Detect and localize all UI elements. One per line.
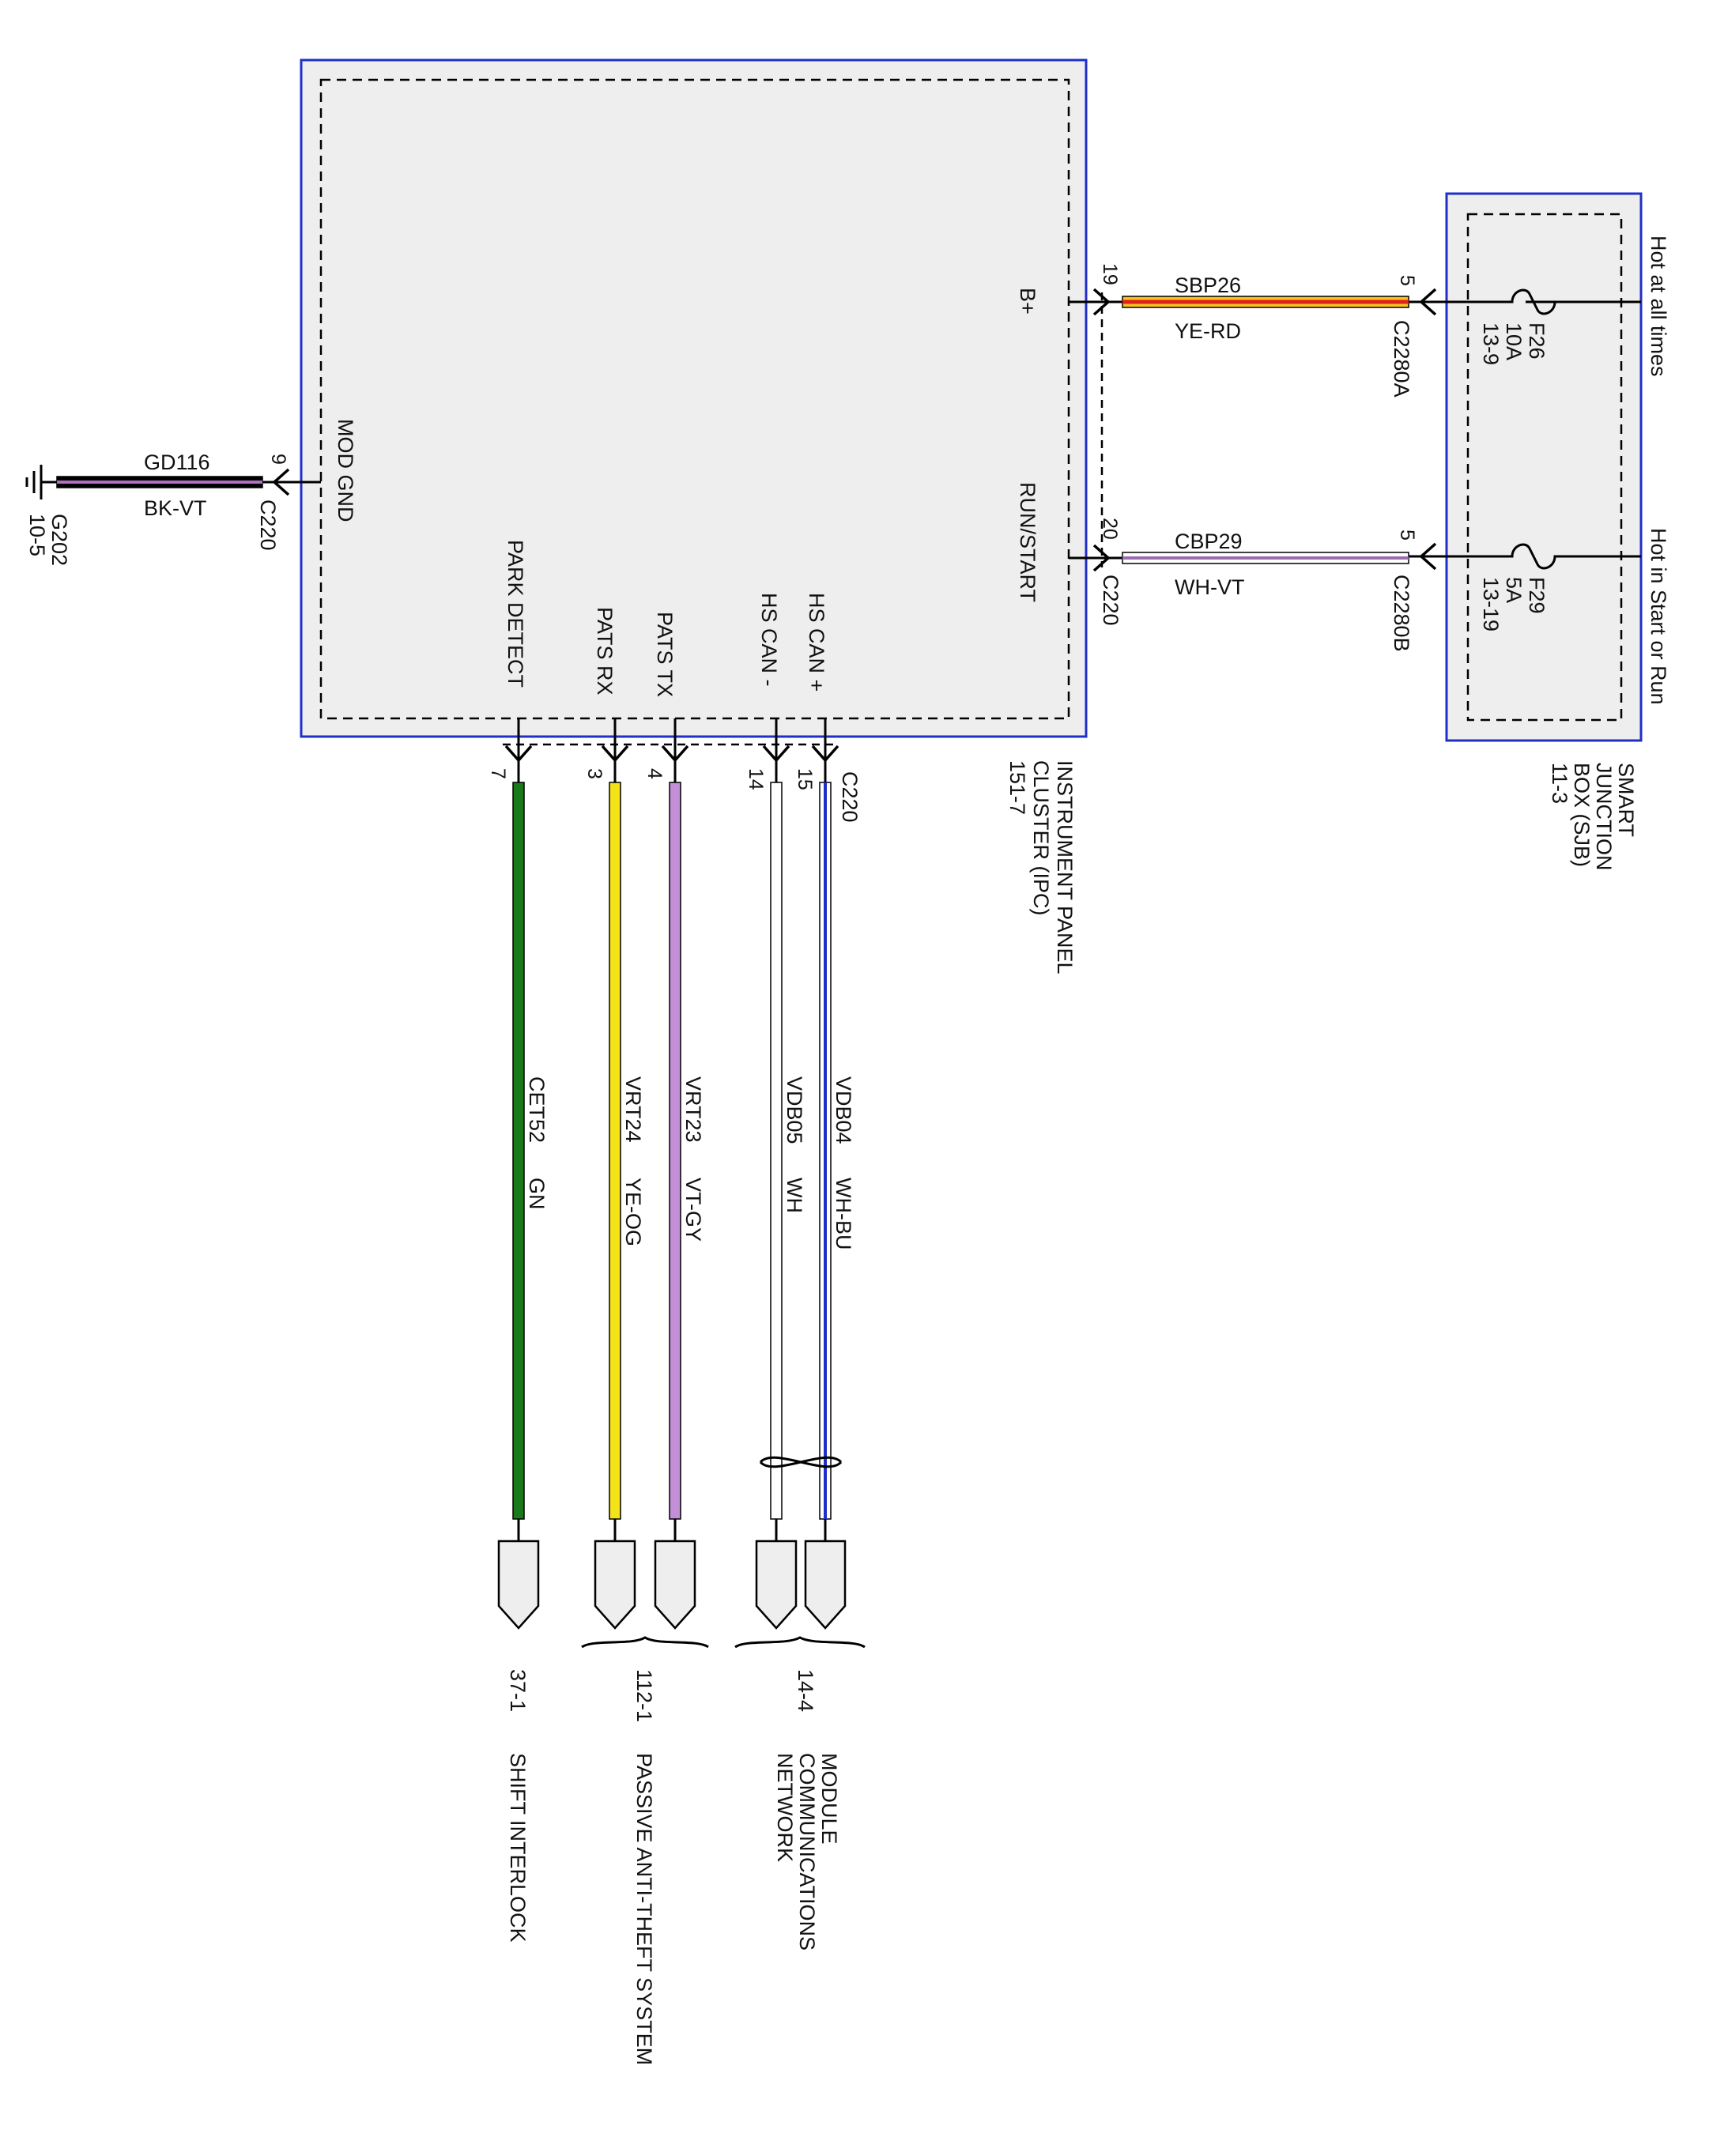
wire-vrt23-color: VT-GY [681,1178,705,1242]
connector-arrow-run-start-ipc [1092,544,1111,572]
sjb-name-line1: SMART [1614,763,1638,837]
wire-cbp29-sjb-pin: 5 [1396,530,1418,541]
pin-label-mod-gnd: MOD GND [334,419,357,522]
wire-vrt24-body [609,782,621,1520]
wire-sbp26-ipc-pin: 19 [1099,263,1121,285]
wire-vrt23-body [669,782,681,1520]
dest-network-line2: COMMUNICATIONS [795,1753,819,1951]
connector-arrow-pats-tx [661,744,689,763]
wire-gd116-circuit: GD116 [144,450,210,474]
sjb-module-box [1445,192,1643,742]
sjb-hot-in-start-or-run: Hot in Start or Run [1647,528,1670,705]
ipc-page-ref: 151-7 [1005,760,1029,815]
wire-cet52-color: GN [525,1178,549,1210]
twisted-pair-icon [759,1456,843,1468]
connector-arrow-b-plus-ipc [1092,288,1111,316]
dest-pats-name: PASSIVE ANTI-THEFT SYSTEM [632,1753,656,2065]
wire-vdb04-circuit: VDB04 [832,1076,855,1144]
wire-vdb04-color: WH-BU [832,1178,855,1250]
sjb-name-line3: BOX (SJB) [1570,763,1594,867]
fuse-f26-rating: 10A [1502,322,1526,360]
pin-label-pats-rx: PATS RX [593,607,617,695]
wire-sbp26-sjb-pin: 5 [1396,275,1418,286]
connector-arrow-hs-can-minus [762,744,790,763]
dest-shift-interlock-name: SHIFT INTERLOCK [506,1753,530,1943]
wire-vdb05-body [770,782,783,1520]
wire-vrt24-pin: 3 [583,768,606,779]
sjb-hot-at-all-times: Hot at all times [1647,236,1670,377]
wire-cbp29-ipc-connector: C220 [1099,575,1122,626]
wire-vdb05-color: WH [783,1178,806,1213]
bottom-connector-c220: C220 [838,771,862,823]
ipc-name-line1: INSTRUMENT PANEL [1053,760,1077,974]
wire-vrt24-color: YE-OG [621,1178,645,1246]
wire-gd116-ipc-pin: 9 [267,454,289,465]
wire-cet52-body [512,782,525,1520]
ipc-module-inner-dashed [319,78,1070,720]
connector-arrow-mod-gnd [272,468,290,496]
pin-label-run-start: RUN/START [1016,482,1039,602]
fuse-f29-rating: 5A [1502,577,1526,603]
pin-label-pats-tx: PATS TX [653,612,677,697]
fuse-f26-name: F26 [1525,322,1549,360]
sjb-page-ref: 11-3 [1548,763,1571,804]
wire-vrt23-pin: 4 [643,768,666,779]
pin-label-hs-can-minus: HS CAN - [757,593,781,687]
dest-network-ref: 14-4 [794,1669,817,1712]
ipc-name-line2: CLUSTER (IPC) [1029,760,1053,916]
terminal-pats-rx [594,1540,636,1630]
wire-vrt24-circuit: VRT24 [621,1076,645,1143]
wire-cbp29-circuit: CBP29 [1175,530,1243,553]
connector-arrow-pats-rx [601,744,629,763]
fuse-f29-ref: 13-19 [1479,577,1503,631]
wire-gd116-ipc-connector: C220 [256,499,280,551]
sjb-module-inner-dashed [1466,213,1623,722]
wire-cet52-pin: 7 [487,768,509,779]
wire-sbp26-sjb-connector: C2280A [1390,320,1413,398]
wire-vdb05-circuit: VDB05 [783,1076,806,1144]
pin-label-park-detect: PARK DETECT [504,540,527,688]
sjb-name-line2: JUNCTION [1592,763,1616,871]
wire-vdb04-pin: 15 [794,768,816,790]
terminal-pats-tx [654,1540,696,1630]
connector-arrow-hs-can-plus [811,744,839,763]
pin-label-hs-can-plus: HS CAN + [805,593,828,692]
connector-arrow-run-start-sjb [1419,542,1437,571]
brace-network [734,1636,866,1649]
dest-network-line1: MODULE [817,1753,841,1845]
wire-sbp26-color: YE-RD [1175,319,1241,343]
ipc-module-box [300,58,1088,738]
wire-sbp26-circuit: SBP26 [1175,273,1241,297]
ground-ref: 10-5 [25,514,49,556]
wire-cbp29-sjb-connector: C2280B [1390,575,1413,652]
pin-label-b-plus: B+ [1016,288,1039,315]
wire-vrt23-circuit: VRT23 [681,1076,705,1143]
terminal-hs-can-minus [755,1540,798,1630]
connector-arrow-park-detect [504,744,533,763]
fuse-f29-symbol [1447,543,1641,570]
wire-vdb05-pin: 14 [745,768,767,790]
connector-arrow-b-plus-sjb [1419,288,1437,316]
dest-pats-ref: 112-1 [632,1669,656,1722]
wire-cet52-circuit: CET52 [525,1076,549,1143]
fuse-f26-ref: 13-9 [1479,322,1503,365]
dest-network-line3: NETWORK [773,1753,797,1862]
terminal-hs-can-plus [804,1540,847,1630]
wire-gd116-color: BK-VT [144,496,207,520]
fuse-f26-symbol [1447,288,1641,315]
terminal-shift-interlock [497,1540,540,1630]
wire-cbp29-color: WH-VT [1175,575,1244,599]
dest-shift-interlock-ref: 37-1 [506,1669,530,1712]
ground-icon [25,465,57,499]
fuse-f29-name: F29 [1525,577,1549,614]
ground-name: G202 [47,514,71,566]
brace-pats [581,1636,709,1649]
